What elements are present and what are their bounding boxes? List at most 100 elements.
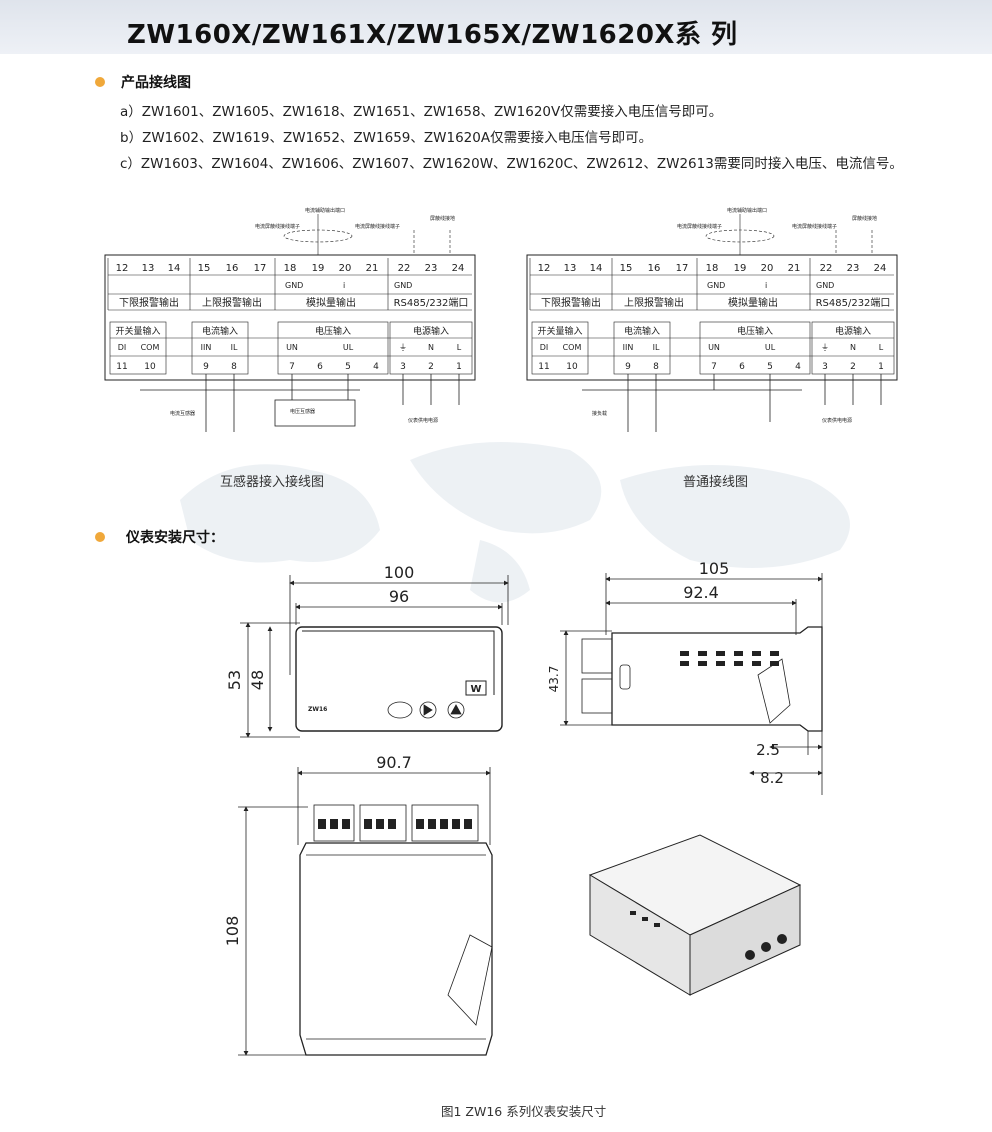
r-group-high-alarm: 上限报警输出 <box>624 296 684 309</box>
group-analog-output: 模拟量输出 <box>306 296 356 309</box>
r-terminal-13: 13 <box>564 263 577 274</box>
wiring-diagram-left: 电流辅助输出端口 电流屏蔽线接线端子 电流屏蔽线接线端子 屏蔽线接地 12 13… <box>104 207 476 432</box>
r-group-low-alarm: 下限报警输出 <box>541 296 601 309</box>
r-terminal-22: 22 <box>820 263 833 274</box>
dim-side-bezel-total: 8.2 <box>760 769 784 787</box>
terminal-5: 5 <box>345 362 351 372</box>
group-voltage-input: 电压输入 <box>315 325 351 337</box>
wiring-item-a: a）ZW1601、ZW1605、ZW1618、ZW1651、ZW1658、ZW1… <box>120 104 723 120</box>
label-ul: UL <box>343 343 354 352</box>
r-terminal-1: 1 <box>878 362 884 372</box>
r-terminal-7: 7 <box>711 362 717 372</box>
wiring-diagram-right: 电流辅助输出端口 电流屏蔽线接线端子 电流屏蔽线接线端子 屏蔽线接地 12 13… <box>526 207 898 432</box>
dim-front-height-outer: 53 <box>225 670 244 690</box>
dim-side-depth-inner: 92.4 <box>683 583 719 602</box>
r-terminal-20: 20 <box>761 263 774 274</box>
bullet-icon <box>95 77 105 87</box>
r-label-iin: IIN <box>623 343 634 352</box>
terminal-3: 3 <box>400 362 406 372</box>
terminal-19: 19 <box>312 263 325 274</box>
group-high-alarm: 上限报警输出 <box>202 296 262 309</box>
label-iin: IIN <box>201 343 212 352</box>
terminal-12: 12 <box>116 263 129 274</box>
r-terminal-24: 24 <box>874 263 887 274</box>
dim-side-height: 43.7 <box>547 666 561 693</box>
terminal-17: 17 <box>254 263 267 274</box>
figure-caption: 图1 ZW16 系列仪表安装尺寸 <box>441 1104 607 1119</box>
r-terminal-16: 16 <box>648 263 661 274</box>
label-com: COM <box>141 343 160 352</box>
r-terminal-14: 14 <box>590 263 603 274</box>
dim-top-width: 90.7 <box>376 753 412 772</box>
r-terminal-19: 19 <box>734 263 747 274</box>
terminal-21: 21 <box>366 263 379 274</box>
caption-left: 互感器接入接线图 <box>220 475 325 490</box>
r-i-label: i <box>765 281 767 290</box>
gnd-label: GND <box>285 281 303 290</box>
terminal-23: 23 <box>425 263 438 274</box>
terminal-24: 24 <box>452 263 465 274</box>
r-terminal-15: 15 <box>620 263 633 274</box>
terminal-14: 14 <box>168 263 181 274</box>
annot-shield-terminal-r: 电流屏蔽线接线端子 <box>677 223 722 230</box>
terminal-20: 20 <box>339 263 352 274</box>
r-label-ul: UL <box>765 343 776 352</box>
terminal-8: 8 <box>231 362 237 372</box>
r-label-di: DI <box>540 343 549 352</box>
label-ground: ⏚ <box>399 343 407 352</box>
terminal-6: 6 <box>317 362 323 372</box>
ct-label: 电流互感器 <box>170 410 195 417</box>
r-terminal-10: 10 <box>566 362 578 372</box>
r-terminal-5: 5 <box>767 362 773 372</box>
power-annot-left: 仪表供电电源 <box>408 417 438 424</box>
annot-shield-terminal-2: 电流屏蔽线接线端子 <box>355 223 400 230</box>
dim-front-width-inner: 96 <box>389 587 409 606</box>
terminal-4: 4 <box>373 362 379 372</box>
bullet-icon <box>95 532 105 542</box>
dim-side-depth-outer: 105 <box>699 559 730 578</box>
group-rs485: RS485/232端口 <box>394 296 469 309</box>
dim-side-bezel: 2.5 <box>756 741 780 759</box>
terminal-11: 11 <box>116 362 127 372</box>
world-map-watermark <box>180 442 850 603</box>
r-label-com: COM <box>563 343 582 352</box>
r-terminal-18: 18 <box>706 263 719 274</box>
r-gnd-label: GND <box>707 281 725 290</box>
dim-top-depth: 108 <box>223 916 242 947</box>
dim-front-width-outer: 100 <box>384 563 415 582</box>
terminal-7: 7 <box>289 362 295 372</box>
terminal-13: 13 <box>142 263 155 274</box>
r-terminal-12: 12 <box>538 263 551 274</box>
label-l: L <box>457 343 462 352</box>
section-title-dimensions: 仪表安装尺寸： <box>126 530 224 546</box>
terminal-9: 9 <box>203 362 209 372</box>
dimension-drawings: 100 96 53 48 ZW16 W 105 92.4 43.7 2.5 8.… <box>223 559 823 1056</box>
r-label-ground: ⏚ <box>821 343 829 352</box>
terminal-15: 15 <box>198 263 211 274</box>
terminal-1: 1 <box>456 362 462 372</box>
group-low-alarm: 下限报警输出 <box>119 296 179 309</box>
r-label-il: IL <box>653 343 660 352</box>
r-terminal-9: 9 <box>625 362 631 372</box>
page-title: ZW160X/ZW161X/ZW165X/ZW1620X系 列 <box>127 20 738 50</box>
group-switch-input: 开关量输入 <box>115 325 160 337</box>
label-n: N <box>428 343 434 352</box>
terminal-22: 22 <box>398 263 411 274</box>
r-gnd2-label: GND <box>816 281 834 290</box>
annot-shield-ground: 屏蔽线接地 <box>430 215 455 222</box>
r-terminal-4: 4 <box>795 362 801 372</box>
r-label-l: L <box>879 343 884 352</box>
r-label-un: UN <box>708 343 720 352</box>
r-terminal-23: 23 <box>847 263 860 274</box>
i-label: i <box>343 281 345 290</box>
group-current-input: 电流输入 <box>202 325 238 337</box>
section-title-wiring: 产品接线图 <box>121 75 191 91</box>
annot-shield-terminal: 电流屏蔽线接线端子 <box>255 223 300 230</box>
r-terminal-21: 21 <box>788 263 801 274</box>
r-label-n: N <box>850 343 856 352</box>
dim-front-height-inner: 48 <box>248 670 267 690</box>
r-group-power-input: 电源输入 <box>835 325 871 337</box>
r-terminal-11: 11 <box>538 362 549 372</box>
power-annot-right: 仪表供电电源 <box>822 417 852 424</box>
load-annot: 接负载 <box>592 410 607 417</box>
